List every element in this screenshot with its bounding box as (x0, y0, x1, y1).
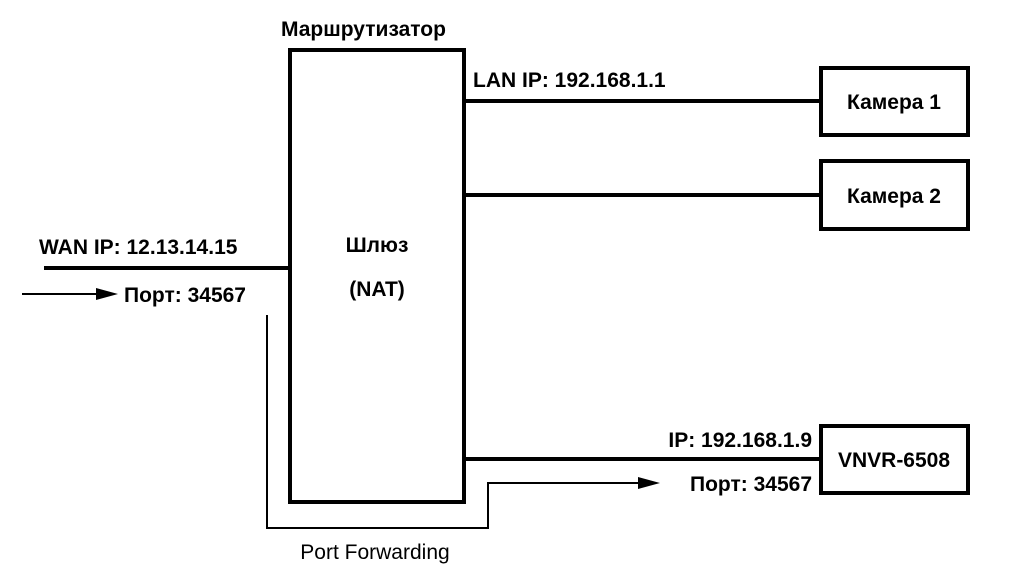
camera2-box (819, 159, 970, 231)
incoming-arrow-icon (96, 288, 118, 300)
camera1-label: Камера 1 (847, 91, 941, 114)
forwarding-arrow-icon (638, 477, 660, 489)
wan-ip-label: WAN IP: 12.13.14.15 (39, 236, 238, 259)
wan-port-label: Порт: 34567 (124, 284, 246, 307)
router-title: Маршрутизатор (281, 18, 446, 41)
nvr-port-label: Порт: 34567 (690, 473, 812, 496)
router-box (288, 48, 466, 504)
gateway-label: Шлюз (346, 234, 409, 257)
port-forwarding-label: Port Forwarding (300, 541, 449, 564)
port-forwarding-path (266, 315, 642, 529)
lan-ip-label: LAN IP: 192.168.1.1 (473, 69, 666, 92)
camera1-box (819, 66, 970, 137)
nvr-label: VNVR-6508 (838, 449, 950, 472)
camera2-label: Камера 2 (847, 185, 941, 208)
nvr-ip-label: IP: 192.168.1.9 (668, 429, 812, 452)
nvr-box (819, 424, 970, 495)
nat-label: (NAT) (349, 278, 405, 301)
